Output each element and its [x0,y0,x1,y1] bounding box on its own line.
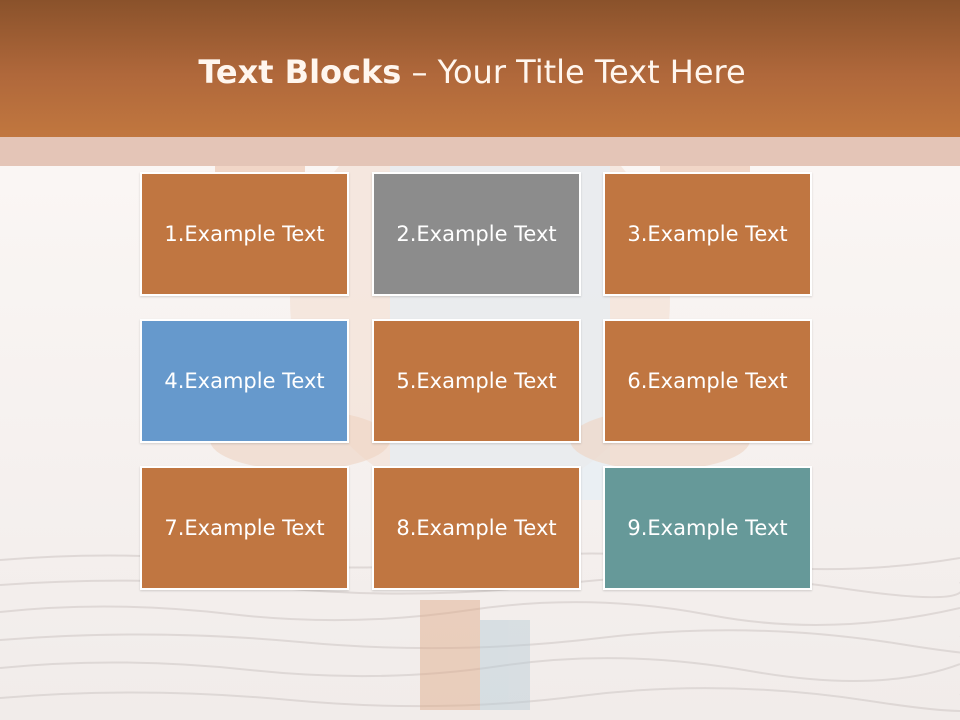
text-block-label: 8.Example Text [396,516,557,540]
text-block-label: 7.Example Text [164,516,325,540]
text-block-label: 5.Example Text [396,369,557,393]
text-block-5[interactable]: 5.Example Text [372,319,581,443]
text-block-6[interactable]: 6.Example Text [603,319,812,443]
text-block-label: 3.Example Text [627,222,788,246]
text-block-label: 6.Example Text [627,369,788,393]
text-block-3[interactable]: 3.Example Text [603,172,812,296]
text-block-7[interactable]: 7.Example Text [140,466,349,590]
text-block-8[interactable]: 8.Example Text [372,466,581,590]
title-underband [0,137,960,166]
text-block-9[interactable]: 9.Example Text [603,466,812,590]
text-block-2[interactable]: 2.Example Text [372,172,581,296]
title-rest: Your Title Text Here [437,53,746,91]
slide-title: Text Blocks – Your Title Text Here [0,53,944,91]
text-block-4[interactable]: 4.Example Text [140,319,349,443]
text-block-label: 2.Example Text [396,222,557,246]
title-separator: – [401,53,438,91]
text-block-label: 4.Example Text [164,369,325,393]
text-block-label: 1.Example Text [164,222,325,246]
title-bar [0,0,960,137]
text-block-label: 9.Example Text [627,516,788,540]
title-bold: Text Blocks [198,53,402,91]
text-block-1[interactable]: 1.Example Text [140,172,349,296]
